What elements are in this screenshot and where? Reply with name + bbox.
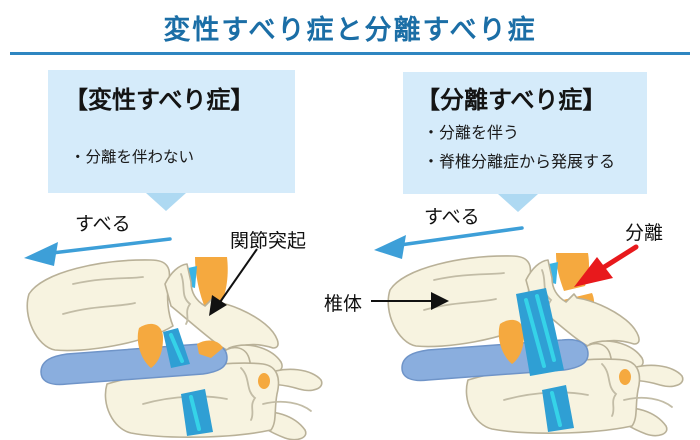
slip-arrow-left-icon — [24, 237, 172, 266]
facet-orange-upper-left — [195, 257, 228, 310]
facet-orange-mid-right — [498, 319, 524, 364]
title-underline — [10, 52, 690, 55]
isthmic-bullet-2: ・脊椎分離症から発展する — [423, 152, 616, 171]
separation-label: 分離 — [625, 222, 664, 244]
isthmic-bullet-1: ・分離を伴う — [423, 123, 520, 142]
facet-pointer-arrow-icon — [209, 248, 258, 316]
facet-process-label: 関節突起 — [230, 230, 307, 252]
facet-orange-dot-left — [258, 373, 270, 389]
isthmic-callout-bubble: 【分離すべり症】 ・分離を伴う ・脊椎分離症から発展する — [403, 72, 647, 194]
isthmic-bubble-tail — [498, 194, 538, 212]
joint-band-lower-left — [181, 389, 213, 436]
degenerative-bubble-tail — [146, 193, 186, 211]
pars-orange-upper-right — [556, 253, 589, 291]
degenerative-callout-bubble: 【変性すべり症】 ・分離を伴わない — [48, 70, 295, 193]
degenerative-heading: 【変性すべり症】 — [64, 86, 255, 114]
facet-orange-dot-right — [619, 369, 631, 385]
slip-label-left: すべる — [75, 213, 131, 235]
separation-arrow-icon — [574, 244, 639, 287]
degenerative-bullet-1: ・分離を伴わない — [70, 148, 195, 166]
facet-orange-mid-left — [137, 323, 163, 368]
joint-band-lower-right — [542, 385, 574, 432]
degenerative-vertebra-illustration — [26, 257, 323, 440]
page-title: 変性すべり症と分離すべり症 — [163, 15, 537, 46]
facet-orange-small-left — [197, 340, 223, 358]
slip-label-right: すべる — [424, 206, 480, 228]
body-pointer-arrow-icon — [371, 292, 449, 310]
isthmic-vertebra-illustration — [387, 253, 684, 437]
slip-arrow-right-icon — [374, 226, 524, 259]
vertebral-body-label: 椎体 — [324, 293, 363, 315]
isthmic-heading: 【分離すべり症】 — [416, 86, 607, 114]
